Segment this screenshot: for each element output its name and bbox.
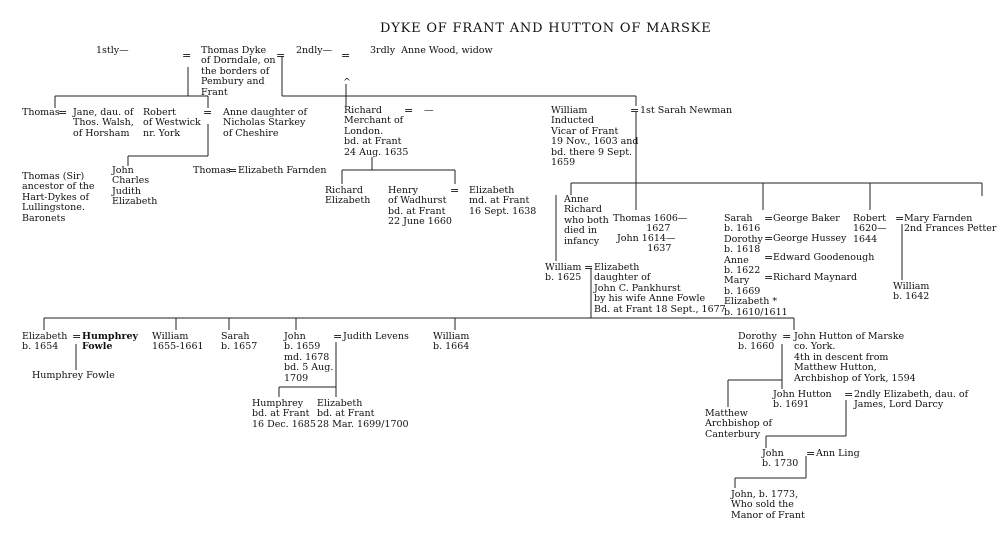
thomas-node: Thomas (22, 107, 60, 118)
jane-walsh-node: Jane, dau. of Thos. Walsh, of Horsham (73, 107, 134, 139)
sarah-newman-node: 1st Sarah Newman (640, 105, 733, 116)
richard-elizabeth-node: Richard Elizabeth (325, 185, 371, 207)
marriage-sign: = (404, 104, 414, 117)
uncertain-descent-mark: ^ (343, 77, 351, 88)
john-hutton-1691-node: John Hutton b. 1691 (773, 389, 832, 411)
third-marriage-node: 3rdly Anne Wood, widow (370, 45, 493, 56)
william-vicar-node: William Inducted Vicar of Frant 19 Nov.,… (551, 105, 639, 169)
anne-starkey-node: Anne daughter of Nicholas Starkey of Che… (223, 107, 308, 139)
elizabeth-1654-node: Elizabeth b. 1654 (22, 331, 68, 353)
marriage-sign: = (764, 232, 774, 245)
first-marriage-label: 1stly— (96, 45, 129, 56)
marriage-sign: = (182, 49, 192, 62)
marriage-sign: = (782, 330, 792, 343)
richard-merchant-node: Richard Merchant of London. bd. at Frant… (344, 105, 409, 158)
edward-goodenough-node: Edward Goodenough (773, 252, 875, 263)
chart-title: DYKE OF FRANT AND HUTTON OF MARSKE (380, 21, 712, 36)
william-1664-node: William b. 1664 (433, 331, 470, 353)
marriage-sign: = (228, 164, 238, 177)
robert-westwick-node: Robert of Westwick nr. York (143, 107, 201, 139)
thomas-dyke-node: Thomas Dyke of Dorndale, on the borders … (201, 45, 276, 98)
marriage-sign: = (764, 251, 774, 264)
judith-levens-node: Judith Levens (343, 331, 409, 342)
john-1659-node: John b. 1659 md. 1678 bd. 5 Aug. 1709 (284, 331, 334, 384)
william-1642-node: William b. 1642 (893, 281, 930, 303)
marriage-sign: = (584, 261, 594, 274)
marriage-sign: = (333, 330, 343, 343)
marriage-sign: = (72, 330, 82, 343)
elizabeth-1700-node: Elizabeth bd. at Frant 28 Mar. 1699/1700 (317, 398, 409, 430)
john-charles-judith-node: John Charles Judith Elizabeth (112, 165, 158, 208)
marriage-sign: = (764, 271, 774, 284)
marriage-sign: = (844, 388, 854, 401)
thomas-sir-node: Thomas (Sir) ancestor of the Hart-Dykes … (22, 171, 95, 224)
henry-wadhurst-node: Henry of Wadhurst bd. at Frant 22 June 1… (388, 185, 452, 228)
john-1730-node: John b. 1730 (762, 448, 799, 470)
mary-farnden-node: Mary Farnden 2nd Frances Petter (904, 213, 997, 235)
marriage-sign: = (203, 106, 213, 119)
thomas-1606-node: Thomas 1606— 1627 (613, 213, 688, 235)
humphrey-1685-node: Humphrey bd. at Frant 16 Dec. 1685 (252, 398, 316, 430)
george-baker-node: George Baker (773, 213, 840, 224)
marriage-sign: = (58, 106, 68, 119)
marriage-sign: = (341, 49, 351, 62)
unnamed-spouse-node: — (424, 105, 434, 116)
marriage-sign: = (450, 184, 460, 197)
marriage-sign: = (806, 447, 816, 460)
marriage-sign: = (895, 212, 905, 225)
daughters-node: Sarah b. 1616 Dorothy b. 1618 Anne b. 16… (724, 213, 788, 318)
richard-maynard-node: Richard Maynard (773, 272, 858, 283)
sarah-1657-node: Sarah b. 1657 (221, 331, 258, 353)
dorothy-1660-node: Dorothy b. 1660 (738, 331, 777, 353)
anne-richard-node: Anne Richard who both died in infancy (564, 194, 609, 247)
william-1655-node: William 1655-1661 (152, 331, 204, 353)
marriage-sign: = (276, 49, 286, 62)
william-1625-node: William b. 1625 (545, 262, 582, 284)
elizabeth-farnden-node: Elizabeth Farnden (238, 165, 327, 176)
john-1614-node: John 1614— 1637 (617, 233, 676, 255)
john-hutton-marske-node: John Hutton of Marske co. York. 4th in d… (794, 331, 916, 384)
robert-1620-node: Robert 1620— 1644 (853, 213, 887, 245)
john-1773-node: John, b. 1773, Who sold the Manor of Fra… (731, 489, 805, 521)
humphrey-fowle-spouse-node: Humphrey Fowle (82, 331, 139, 353)
marriage-sign: = (630, 104, 640, 117)
thomas-node-2: Thomas (193, 165, 231, 176)
marriage-sign: = (764, 212, 774, 225)
ann-ling-node: Ann Ling (816, 448, 860, 459)
second-marriage-label: 2ndly— (296, 45, 333, 56)
matthew-archbishop-node: Matthew Archbishop of Canterbury (705, 408, 773, 440)
elizabeth-darcy-node: 2ndly Elizabeth, dau. of James, Lord Dar… (854, 389, 969, 411)
elizabeth-1638-node: Elizabeth md. at Frant 16 Sept. 1638 (469, 185, 537, 217)
elizabeth-pankhurst-node: Elizabeth daughter of John C. Pankhurst … (594, 262, 726, 315)
humphrey-fowle-node: Humphrey Fowle (32, 370, 115, 381)
george-hussey-node: George Hussey (773, 233, 847, 244)
